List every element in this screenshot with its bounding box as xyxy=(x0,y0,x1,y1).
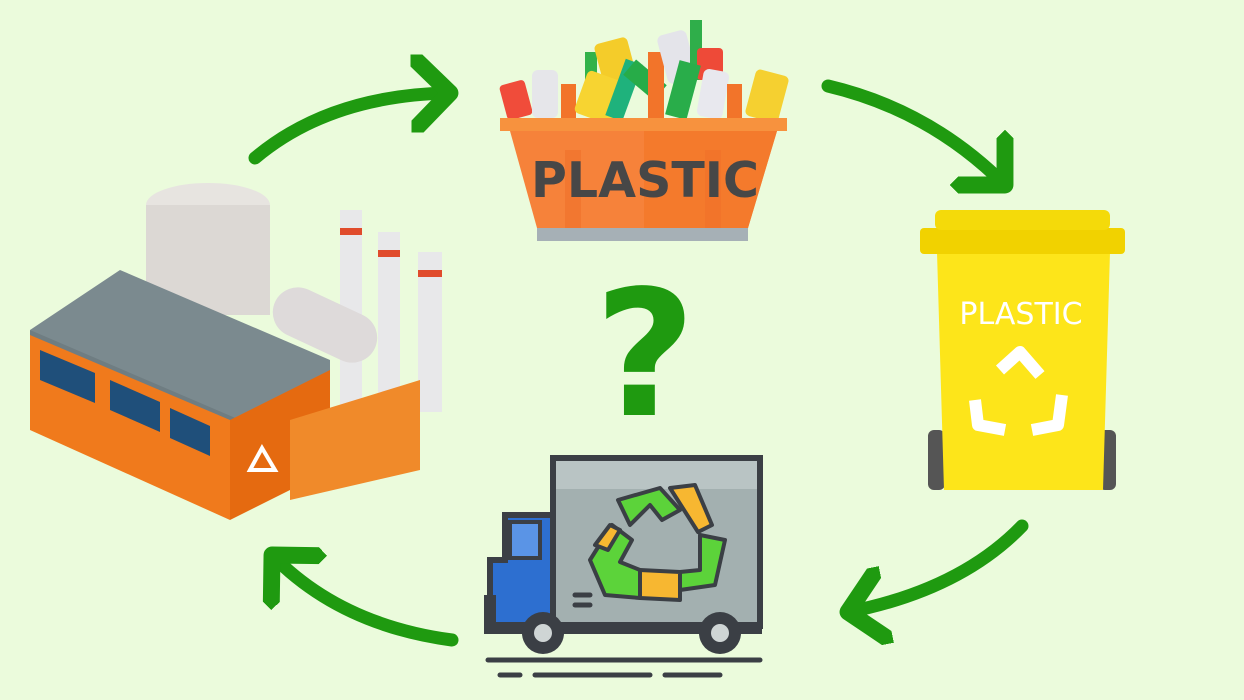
arrow-icon xyxy=(248,86,1029,640)
question-mark: ? xyxy=(594,254,696,457)
recycling-factory xyxy=(30,183,442,520)
recycle-icon xyxy=(969,346,1068,436)
basket-label: PLASTIC xyxy=(531,152,759,209)
recycle-icon xyxy=(588,483,727,602)
bin-label: PLASTIC xyxy=(959,297,1082,332)
plastic-basket: PLASTIC xyxy=(499,20,789,241)
recycle-icon xyxy=(246,443,279,472)
yellow-recycling-bin: PLASTIC xyxy=(920,210,1125,490)
recycling-truck xyxy=(484,455,763,678)
